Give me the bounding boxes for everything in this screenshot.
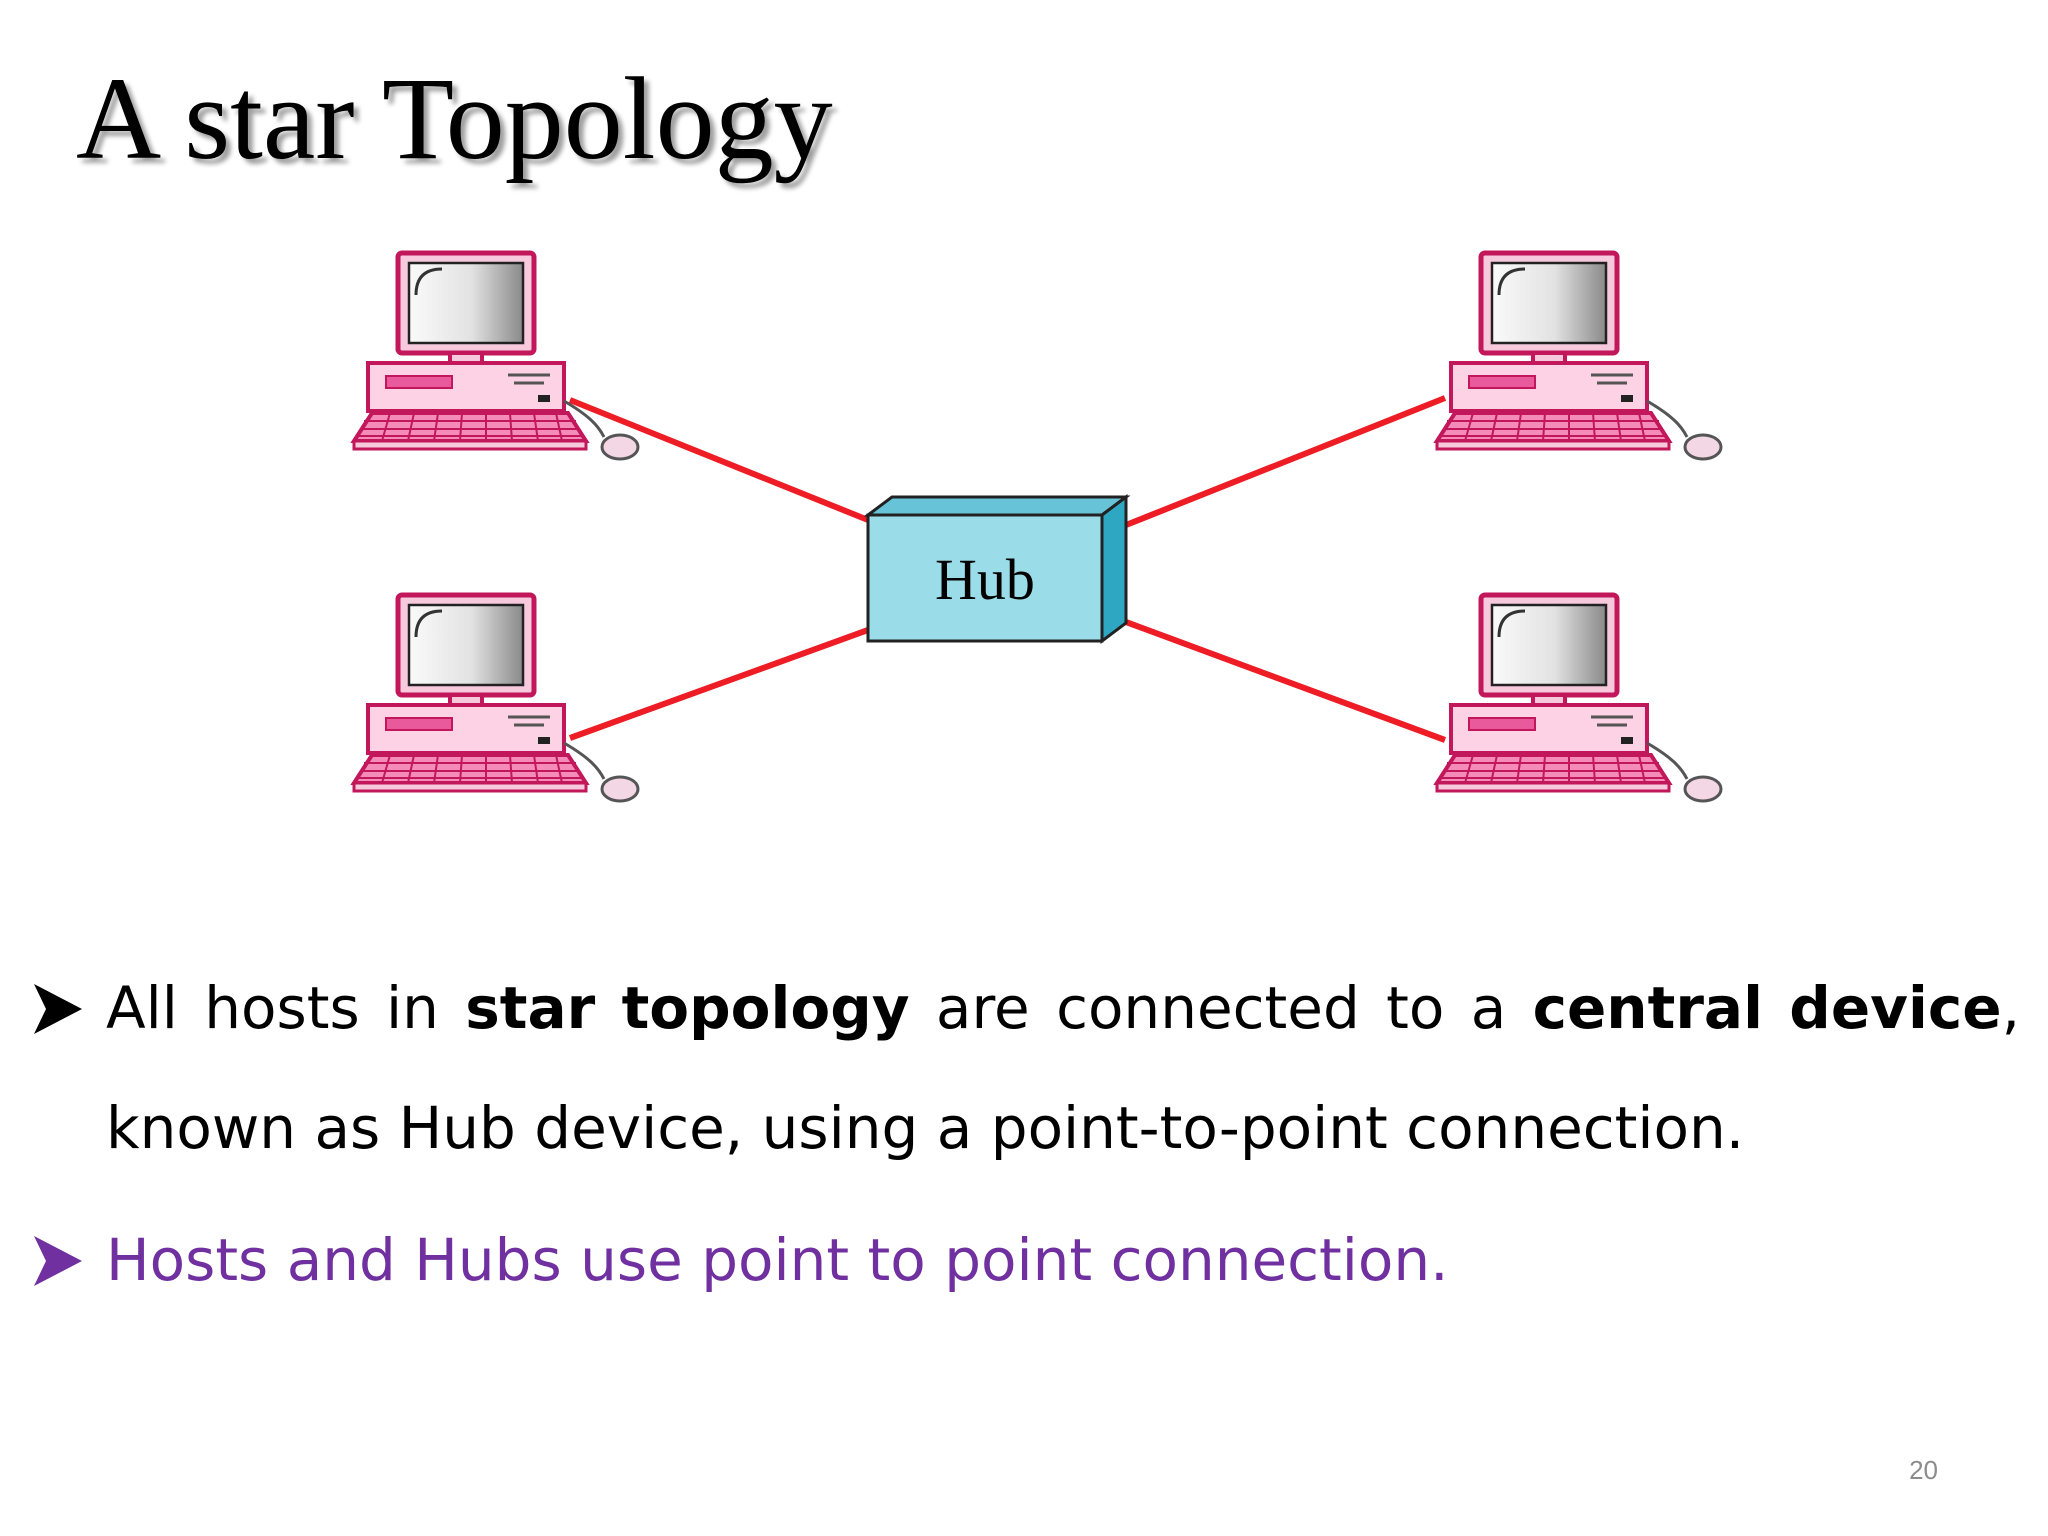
bullet-1-line-1: All hosts in star topology are connected…: [106, 948, 2020, 1068]
word-to: to: [1386, 974, 1445, 1042]
word-connected: connected: [1056, 974, 1360, 1042]
bullet-1-line-2: known as Hub device, using a point-to-po…: [106, 1094, 1745, 1162]
host-bottom-right: [1437, 595, 1721, 801]
word-a: a: [1470, 974, 1507, 1042]
page-number: 20: [1909, 1455, 1938, 1485]
word-hosts: hosts: [204, 974, 360, 1042]
arrow-bullet-icon: [34, 984, 82, 1034]
hub-top-face: [863, 495, 1131, 517]
slide-title: A star Topology: [76, 53, 833, 184]
link-top-left: [568, 397, 870, 523]
link-bottom-left: [568, 627, 870, 741]
word-device-group: device,: [1789, 948, 2020, 1068]
bullet-item-star-topology: All hosts in star topology are connected…: [30, 948, 2020, 1188]
hub-front-face: [866, 513, 1104, 643]
word-device-comma: ,: [2001, 974, 2020, 1042]
bullet-item-point-to-point: Hosts and Hubs use point to point connec…: [30, 1200, 2020, 1320]
word-all: All: [106, 974, 178, 1042]
word-central: central: [1532, 974, 1763, 1042]
host-top-left: [354, 253, 638, 459]
hub-device: Hub: [863, 494, 1131, 644]
host-bottom-left: [354, 595, 638, 801]
arrow-bullet-icon: [34, 1236, 82, 1286]
link-bottom-right: [1124, 619, 1447, 743]
word-in: in: [386, 974, 439, 1042]
hub-label: Hub: [935, 547, 1035, 612]
star-topology-diagram: Hub: [0, 0, 2048, 900]
word-device: device: [1789, 974, 2002, 1042]
hub-side-face: [1100, 494, 1128, 644]
bullet-list: All hosts in star topology are connected…: [30, 948, 2020, 1320]
host-top-right: [1437, 253, 1721, 459]
link-top-right: [1124, 395, 1447, 528]
bullet-2-text: Hosts and Hubs use point to point connec…: [106, 1226, 1449, 1294]
word-topology: topology: [621, 974, 910, 1042]
word-star: star: [465, 974, 596, 1042]
word-are: are: [935, 974, 1030, 1042]
